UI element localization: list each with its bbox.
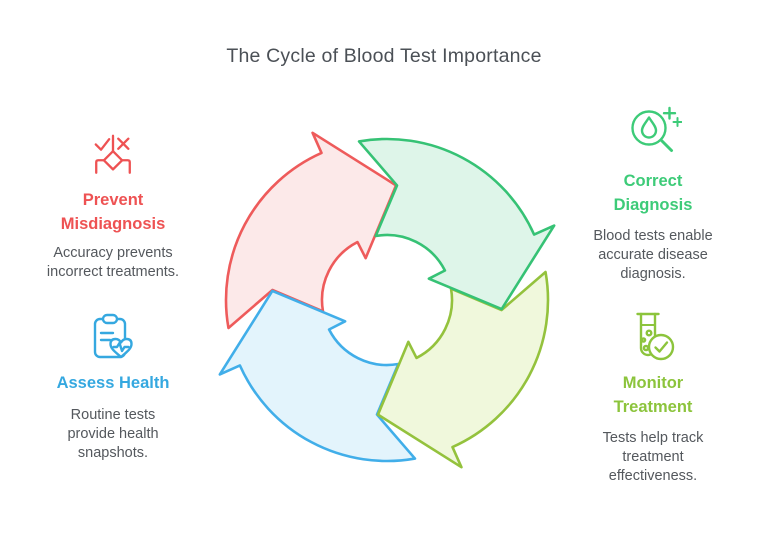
heading-line: Monitor <box>622 374 684 392</box>
cycle-arrow-assess-health <box>218 289 417 463</box>
body-line: treatment <box>622 449 684 465</box>
section-monitor-treatment: Monitor Treatment Tests help track treat… <box>548 307 758 486</box>
body-line: Routine tests <box>70 407 156 423</box>
body-line: accurate disease <box>598 247 708 263</box>
body-line: Accuracy prevents <box>53 245 173 261</box>
section-heading: Monitor Treatment <box>614 371 693 419</box>
heading-line: Diagnosis <box>613 196 693 214</box>
section-heading: Prevent Misdiagnosis <box>61 188 166 236</box>
misdiagnosis-decision-icon <box>86 132 140 178</box>
clipboard-heart-icon <box>86 311 140 365</box>
heading-line: Misdiagnosis <box>60 215 166 233</box>
section-body: Accuracy prevents incorrect treatments. <box>47 244 179 282</box>
body-line: snapshots. <box>77 445 149 461</box>
section-heading: Correct Diagnosis <box>614 169 693 217</box>
section-assess-health: Assess Health Routine tests provide heal… <box>8 311 218 463</box>
body-line: Tests help track <box>602 430 704 446</box>
section-body: Tests help track treatment effectiveness… <box>603 429 704 486</box>
test-tube-check-icon <box>625 307 681 365</box>
section-body: Routine tests provide health snapshots. <box>67 406 158 463</box>
cycle-arrow-prevent-misdiagnosis <box>224 131 398 330</box>
heading-line: Treatment <box>613 398 693 416</box>
section-body: Blood tests enable accurate disease diag… <box>593 227 712 284</box>
cycle-arrow-correct-diagnosis <box>357 137 556 311</box>
section-prevent-misdiagnosis: Prevent Misdiagnosis Accuracy prevents i… <box>8 132 218 282</box>
magnifier-blood-drop-icon <box>624 103 682 161</box>
body-line: provide health <box>67 426 159 442</box>
body-line: effectiveness. <box>608 468 698 484</box>
heading-line: Prevent <box>82 191 144 209</box>
cycle-arrow-monitor-treatment <box>376 270 550 469</box>
heading-line: Correct <box>623 172 683 190</box>
body-line: diagnosis. <box>620 266 686 282</box>
body-line: incorrect treatments. <box>46 264 180 280</box>
section-heading: Assess Health <box>57 371 170 395</box>
body-line: Blood tests enable <box>593 228 713 244</box>
cycle-diagram <box>218 131 556 469</box>
heading-line: Assess Health <box>56 374 170 392</box>
infographic-title: The Cycle of Blood Test Importance <box>226 45 542 67</box>
section-correct-diagnosis: Correct Diagnosis Blood tests enable acc… <box>548 103 758 284</box>
